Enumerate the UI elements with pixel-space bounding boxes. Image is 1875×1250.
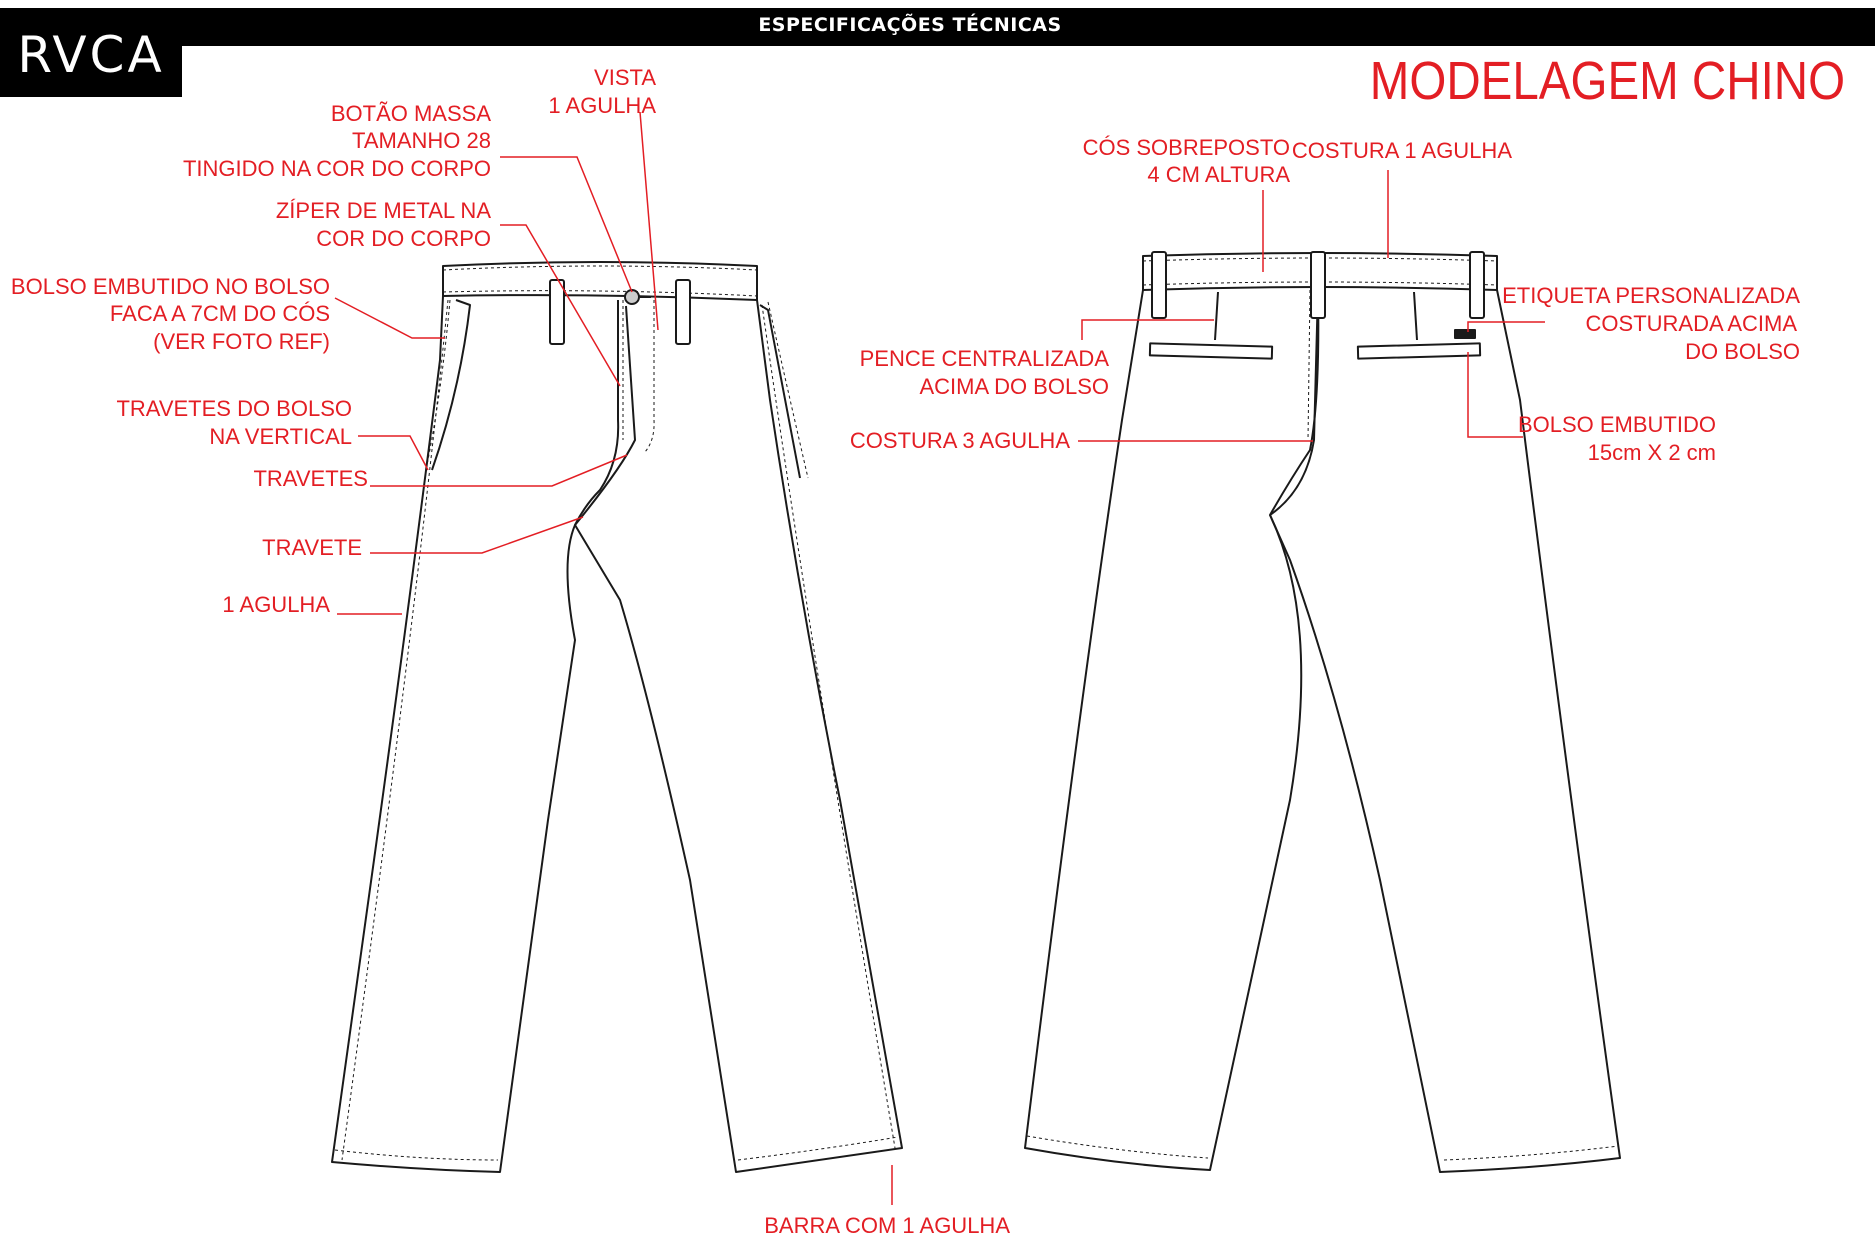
- leader-bolso-embutido: [334, 297, 445, 339]
- back-left-pocket: [1148, 342, 1274, 360]
- back-pants-drawing: [1024, 251, 1621, 1173]
- logo-text: RVCA: [17, 26, 165, 84]
- label-bolso-embutido-1: BOLSO EMBUTIDO NO BOLSO: [11, 274, 330, 299]
- label-1-agulha: 1 AGULHA: [222, 592, 330, 617]
- label-botao-1: BOTÃO MASSA: [331, 101, 491, 126]
- label-barra: BARRA COM 1 AGULHA: [764, 1213, 1010, 1238]
- label-etiqueta-1: ETIQUETA PERSONALIZADA: [1502, 283, 1800, 308]
- button: [624, 289, 640, 305]
- label-travetes-bolso-2: NA VERTICAL: [209, 424, 352, 449]
- leader-travetes-bolso: [358, 435, 429, 471]
- label-travetes-bolso-1: TRAVETES DO BOLSO: [116, 396, 352, 421]
- model-title: MODELAGEM CHINO: [1369, 51, 1845, 111]
- label-etiqueta-3: DO BOLSO: [1685, 339, 1800, 364]
- label-bolso-embutido-3: (VER FOTO REF): [153, 329, 330, 354]
- header-bar: [0, 8, 1875, 46]
- front-left-pocket: [431, 299, 471, 471]
- label-bolso-embutido-back-1: BOLSO EMBUTIDO: [1518, 412, 1716, 437]
- leader-travetes: [370, 454, 628, 487]
- back-center-seam: [1269, 289, 1319, 516]
- dart: [1413, 291, 1418, 341]
- front-fly: [574, 300, 620, 526]
- label-etiqueta-2: COSTURADA ACIMA: [1586, 311, 1798, 336]
- leader-vista: [639, 111, 659, 331]
- front-left-leg: [331, 295, 636, 1173]
- label-botao-3: TINGIDO NA COR DO CORPO: [183, 156, 491, 181]
- label-pence-2: ACIMA DO BOLSO: [920, 374, 1110, 399]
- label-costura-1: COSTURA 1 AGULHA: [1292, 138, 1512, 163]
- belt-loop: [675, 279, 691, 345]
- leader-pence: [1081, 319, 1214, 340]
- belt-loop: [1310, 251, 1326, 319]
- front-right-pocket: [759, 304, 801, 479]
- label-bolso-embutido-2: FACA A 7CM DO CÓS: [110, 301, 330, 326]
- label-cos-1: CÓS SOBREPOSTO: [1083, 135, 1290, 160]
- label-travete: TRAVETE: [262, 535, 362, 560]
- label-travetes: TRAVETES: [253, 466, 368, 491]
- custom-label: [1454, 329, 1476, 339]
- front-pants-drawing: [331, 261, 903, 1173]
- leader-botao: [500, 156, 633, 293]
- back-right-pocket: [1356, 342, 1482, 360]
- leader-ziper: [500, 224, 621, 387]
- label-bolso-embutido-back-2: 15cm X 2 cm: [1588, 440, 1716, 465]
- label-vista-1: VISTA: [594, 65, 656, 90]
- label-costura-3: COSTURA 3 AGULHA: [850, 428, 1070, 453]
- label-cos-2: 4 CM ALTURA: [1147, 162, 1290, 187]
- page-title: ESPECIFICAÇÕES TÉCNICAS: [758, 14, 1062, 36]
- back-right-leg: [1269, 289, 1621, 1173]
- leader-lines: [334, 111, 1545, 1205]
- label-ziper-1: ZÍPER DE METAL NA: [276, 198, 491, 223]
- annotations: VISTA 1 AGULHA BOTÃO MASSA TAMANHO 28 TI…: [11, 65, 1800, 1238]
- leader-travete: [370, 516, 584, 554]
- leader-etiqueta: [1467, 321, 1545, 332]
- belt-loop: [1151, 251, 1167, 319]
- belt-loop: [1469, 251, 1485, 319]
- label-pence-1: PENCE CENTRALIZADA: [860, 346, 1110, 371]
- belt-loop: [549, 279, 565, 345]
- label-ziper-2: COR DO CORPO: [316, 226, 491, 251]
- label-vista-2: 1 AGULHA: [548, 93, 656, 118]
- front-right-leg: [574, 299, 903, 1173]
- label-botao-2: TAMANHO 28: [352, 128, 491, 153]
- dart: [1214, 291, 1219, 341]
- logo: RVCA: [0, 8, 182, 97]
- back-left-leg: [1024, 289, 1320, 1171]
- leader-bolso-embutido-back: [1467, 352, 1523, 438]
